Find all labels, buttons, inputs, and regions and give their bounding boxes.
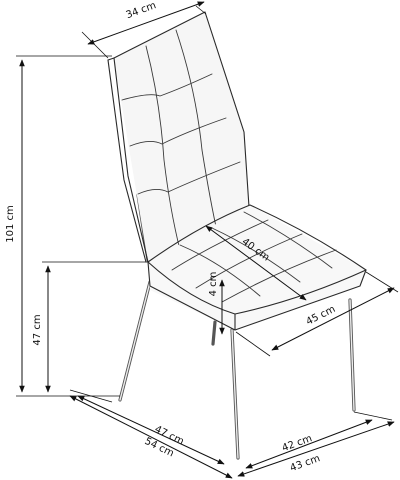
label-seat-width: 45 cm	[304, 304, 337, 328]
label-back-width: 34 cm	[125, 0, 158, 21]
label-seat-height: 47 cm	[32, 314, 43, 345]
label-seat-thickness: 4 cm	[208, 272, 219, 297]
label-total-height: 101 cm	[5, 205, 16, 243]
chair-drawing	[107, 11, 367, 460]
dimension-lines	[16, 1, 399, 479]
